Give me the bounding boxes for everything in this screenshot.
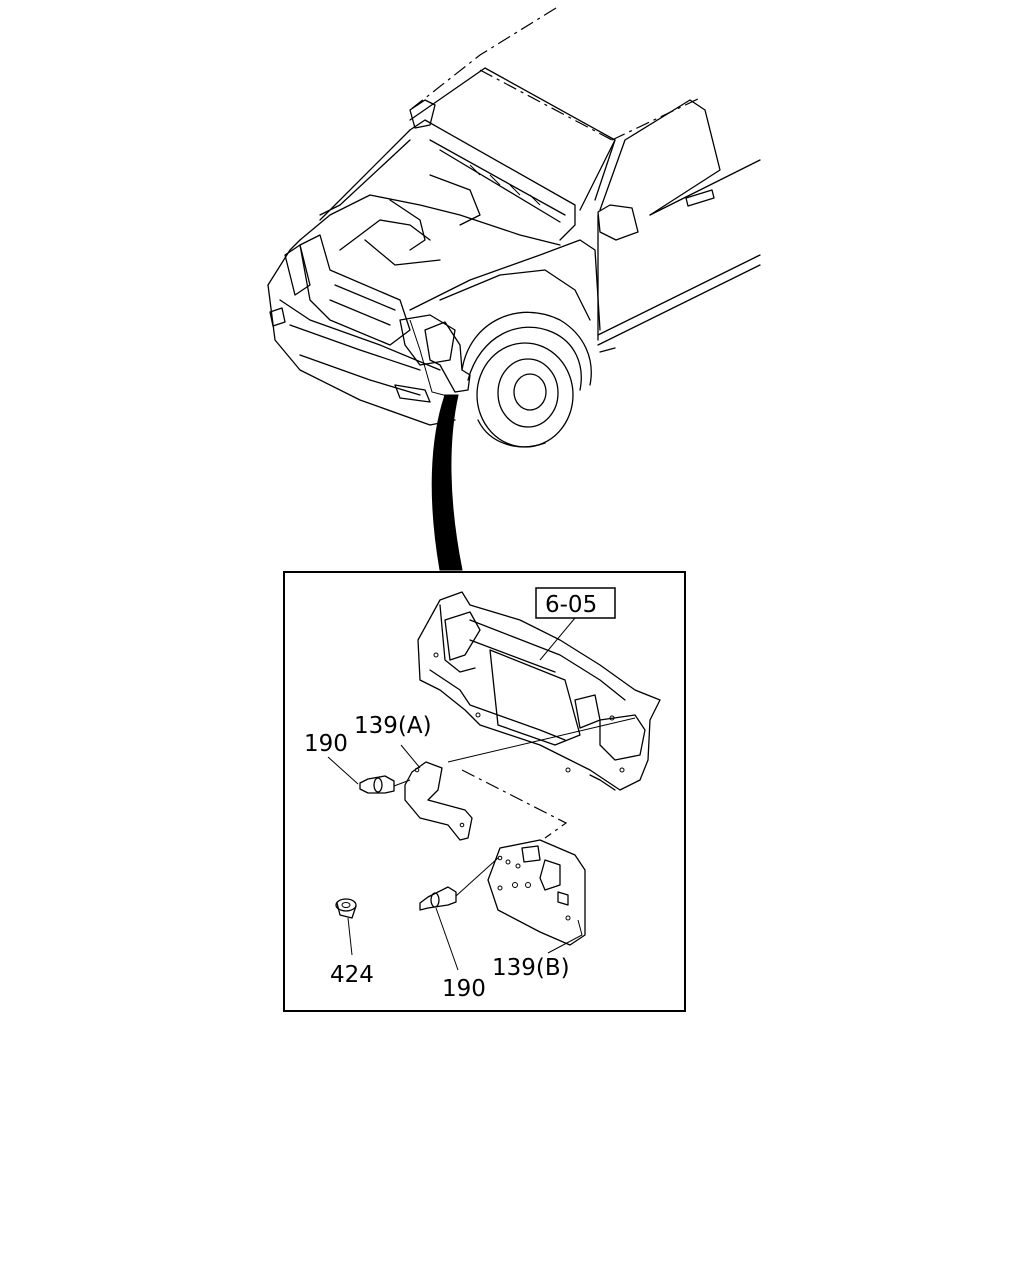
label-139b: 139(B) (492, 955, 570, 981)
bolt-190-lower (419, 857, 499, 911)
label-190-lower: 190 (442, 976, 486, 1002)
ref-label: 6-05 (545, 592, 597, 618)
vehicle-overview (267, 7, 761, 448)
label-139a: 139(A) (354, 713, 432, 739)
label-424: 424 (330, 962, 374, 988)
bracket-139a (404, 761, 473, 841)
bolt-190-upper (359, 775, 411, 794)
detail-frame (283, 571, 686, 1012)
radiator-support-panel (417, 591, 661, 791)
ref-box (535, 587, 616, 619)
clip-424 (335, 898, 357, 919)
callout-wedge (431, 394, 463, 571)
label-190-upper: 190 (304, 731, 348, 757)
plate-139b (487, 839, 586, 946)
